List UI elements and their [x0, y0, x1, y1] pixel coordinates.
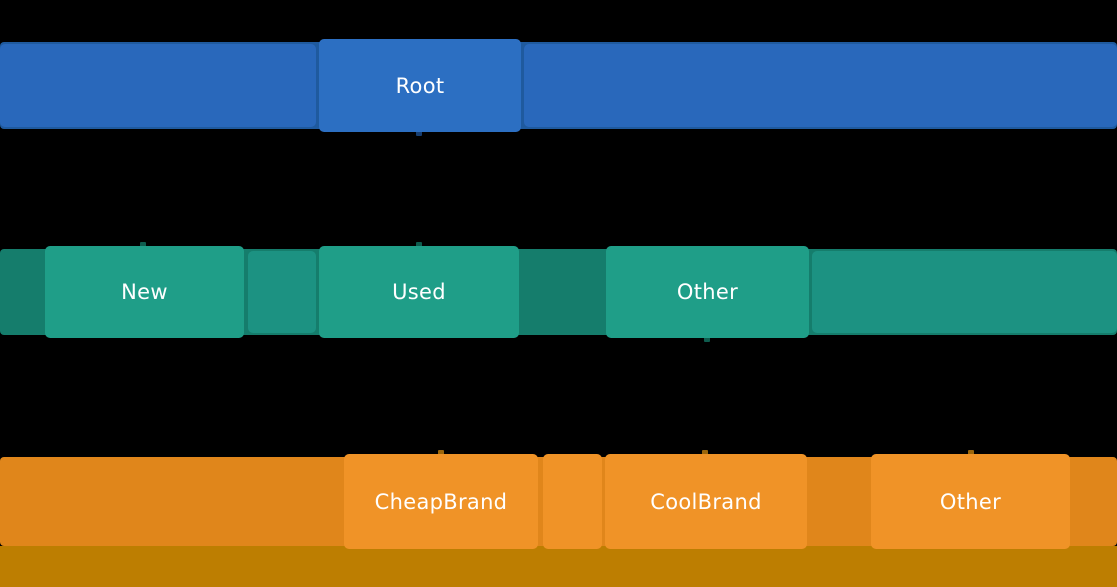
- node-cheapbrand[interactable]: CheapBrand: [344, 454, 538, 549]
- node-other-brand-label: Other: [939, 489, 1002, 514]
- node-root-label: Root: [395, 73, 445, 98]
- node-root[interactable]: Root: [319, 39, 521, 132]
- level-root-connector-nub-bottom: [416, 131, 422, 136]
- node-unlabeled-right[interactable]: [524, 44, 1117, 127]
- level-condition-connector-nub-top: [140, 242, 146, 247]
- node-other-brand[interactable]: Other: [871, 454, 1070, 549]
- level-brand-connector-nub-top: [968, 450, 974, 455]
- next-level-band-cutoff: [0, 546, 1117, 587]
- level-condition-connector-nub-bottom: [704, 337, 710, 342]
- node-unlabeled-left[interactable]: [0, 44, 316, 127]
- node-new[interactable]: New: [45, 246, 244, 338]
- node-other-condition-label: Other: [676, 280, 739, 304]
- node-unlabeled-mid[interactable]: [543, 454, 602, 549]
- node-other-condition[interactable]: Other: [606, 246, 809, 338]
- node-unlabeled-right[interactable]: [812, 251, 1117, 333]
- node-cheapbrand-label: CheapBrand: [374, 489, 508, 514]
- node-coolbrand[interactable]: CoolBrand: [605, 454, 807, 549]
- node-coolbrand-label: CoolBrand: [650, 489, 762, 514]
- level-condition-connector-nub-top: [416, 242, 422, 247]
- node-unlabeled-mid[interactable]: [248, 251, 316, 333]
- node-new-label: New: [121, 280, 168, 304]
- node-used-label: Used: [392, 280, 446, 304]
- level-brand-connector-nub-top: [438, 450, 444, 455]
- level-brand-connector-nub-top: [702, 450, 708, 455]
- node-used[interactable]: Used: [319, 246, 519, 338]
